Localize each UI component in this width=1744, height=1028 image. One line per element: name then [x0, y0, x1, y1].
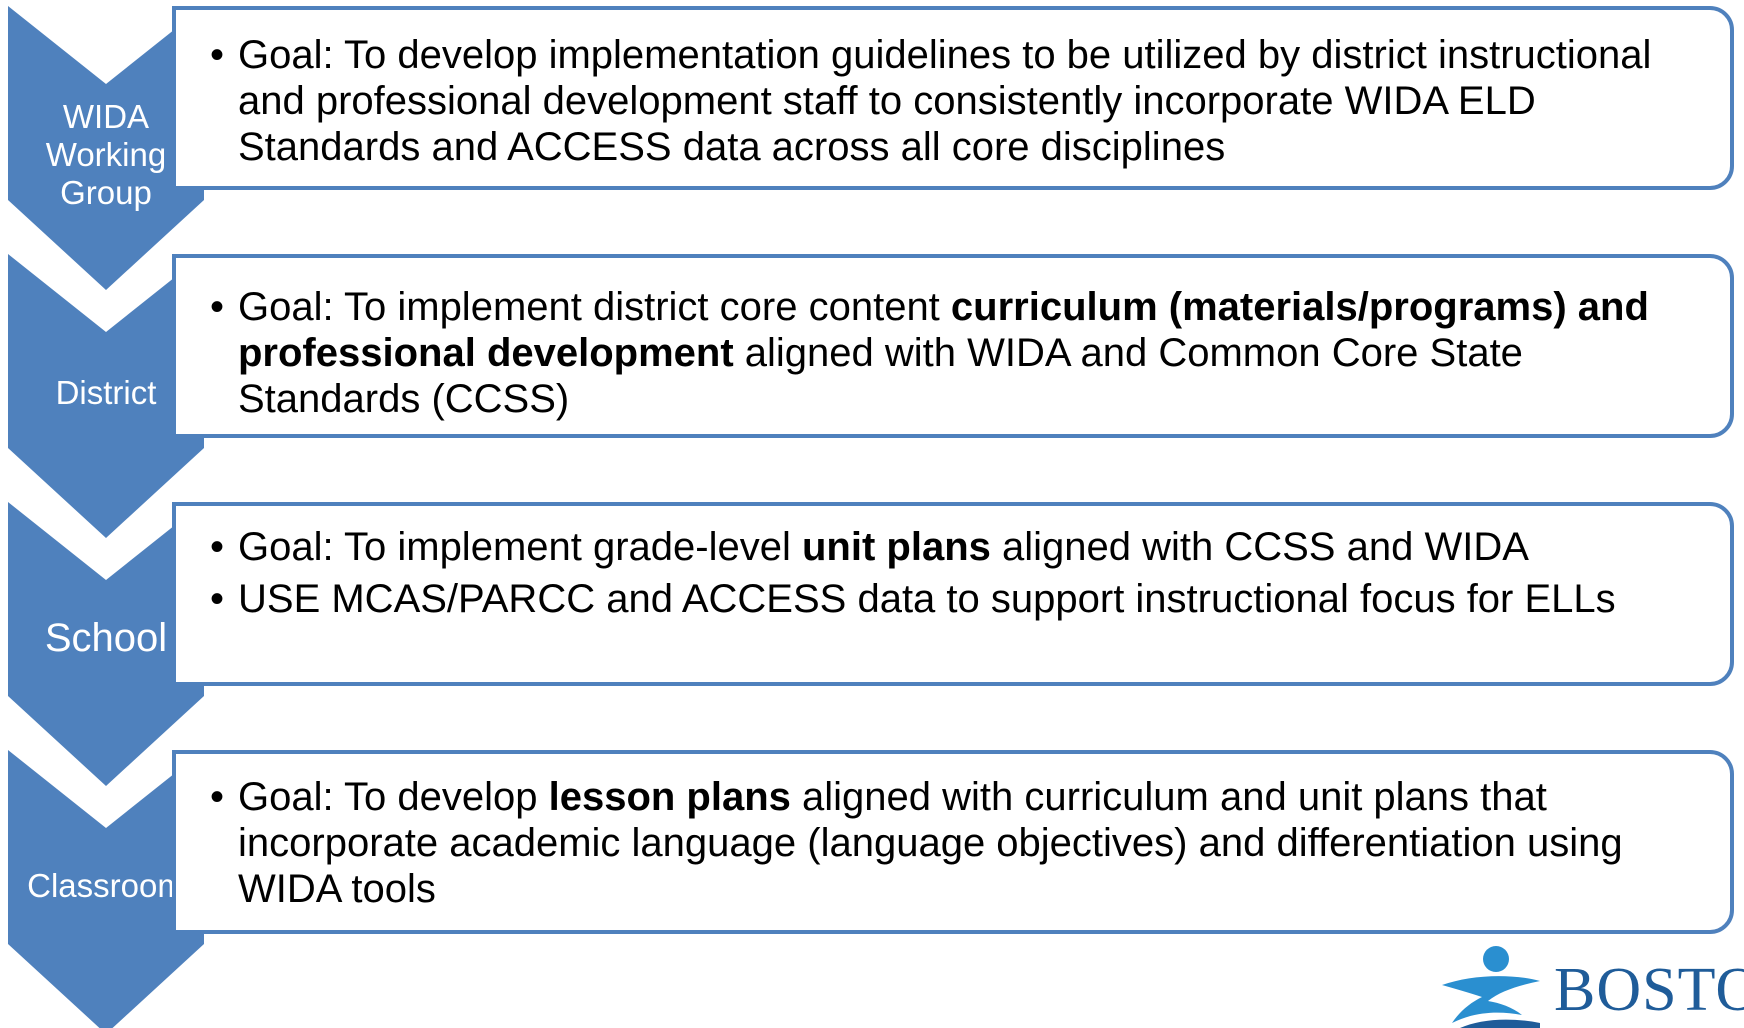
person-figure-logo-icon	[1442, 946, 1540, 1028]
level-label-classroom: Classroom	[27, 867, 185, 904]
boston-logo: BOSTON	[1430, 945, 1744, 1028]
chevron-school	[8, 502, 204, 786]
chevron-wida-working-group	[8, 6, 204, 290]
goal-bullet: USE MCAS/PARCC and ACCESS data to suppor…	[210, 576, 1710, 622]
bullet-text: aligned with curriculum and unit plans t…	[238, 775, 1623, 911]
bullet-text: USE MCAS/PARCC and ACCESS data to suppor…	[238, 577, 1616, 621]
bullet-text-bold: curriculum (materials/programs) and prof…	[238, 285, 1649, 375]
level-label-district: District	[55, 374, 157, 411]
goal-bullet: Goal: To implement grade-level unit plan…	[210, 524, 1710, 570]
bullet-text: aligned with WIDA and Common Core State …	[238, 331, 1523, 421]
bullet-text: Goal: To implement district core content	[238, 285, 951, 329]
bullet-text: aligned with CCSS and WIDA	[990, 525, 1529, 569]
goal-box-classroom: Goal: To develop lesson plans aligned wi…	[172, 750, 1734, 934]
bullet-text: Goal: To implement grade-level	[238, 525, 802, 569]
goal-bullet: Goal: To develop implementation guidelin…	[210, 32, 1710, 170]
goal-bullet: Goal: To implement district core content…	[210, 284, 1710, 422]
goal-box-school: Goal: To implement grade-level unit plan…	[172, 502, 1734, 686]
level-label-wida-working-group: WIDA Working Group	[45, 98, 167, 211]
chevron-district	[8, 254, 204, 538]
level-label-school: School	[44, 616, 168, 660]
bullet-text-bold: lesson plans	[548, 775, 791, 819]
chevron-classroom	[8, 750, 204, 1028]
goal-box-wida-working-group: Goal: To develop implementation guidelin…	[172, 6, 1734, 190]
logo-text: BOSTON	[1554, 956, 1744, 1024]
bullet-text: Goal: To develop	[238, 775, 549, 819]
goal-box-district: Goal: To implement district core content…	[172, 254, 1734, 438]
bullet-text: Goal: To develop implementation guidelin…	[238, 33, 1652, 169]
goal-bullet: Goal: To develop lesson plans aligned wi…	[210, 774, 1710, 912]
bullet-text-bold: unit plans	[801, 525, 991, 569]
